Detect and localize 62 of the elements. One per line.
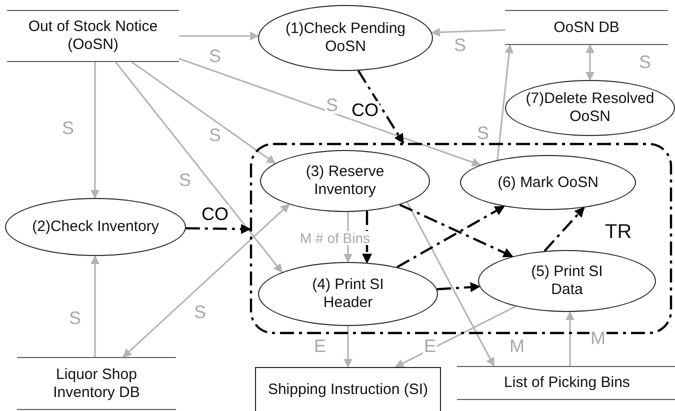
edge-label: M # of Bins — [298, 231, 372, 245]
node-label: OoSN DB — [554, 18, 620, 36]
data-store — [505, 10, 668, 45]
node-label: (5) Print SI Data — [530, 263, 604, 299]
edge-label: M — [590, 329, 606, 347]
document-box — [255, 367, 441, 411]
arrow — [394, 306, 516, 368]
arrow — [436, 282, 480, 292]
edge-label: M — [508, 337, 526, 355]
edge-label: CO — [350, 101, 380, 119]
node-label: (4) Print SI Header — [311, 276, 385, 312]
node-label: (3) Reserve Inventory — [304, 163, 386, 199]
process-ellipse — [505, 80, 675, 136]
edge-label: S — [193, 303, 207, 321]
arrow — [362, 210, 372, 264]
arrow — [496, 44, 514, 160]
node-label: Liquor Shop Inventory DB — [52, 366, 141, 402]
arrow — [122, 204, 290, 358]
process-ellipse — [478, 250, 656, 312]
edge-label: S — [453, 36, 467, 54]
data-store — [457, 366, 675, 400]
arrow — [566, 311, 574, 366]
edge-label: S — [61, 119, 75, 137]
edge-label: S — [476, 124, 490, 142]
process-ellipse — [260, 150, 430, 212]
arrow — [399, 204, 514, 258]
arrow — [406, 202, 495, 367]
arrow — [544, 206, 585, 252]
edge-label: E — [313, 337, 327, 355]
process-ellipse — [258, 5, 433, 71]
process-ellipse — [460, 155, 636, 210]
edge-label: S — [208, 47, 222, 65]
process-ellipse — [258, 262, 438, 326]
arrow — [344, 326, 352, 368]
node-label: (6) Mark OoSN — [498, 174, 598, 192]
edge-label: S — [325, 96, 339, 114]
edge-label: S — [208, 126, 222, 144]
arrow — [178, 58, 482, 166]
edge-label: S — [638, 53, 652, 71]
data-store — [17, 357, 176, 410]
arrow — [114, 62, 283, 273]
edge-label: CO — [200, 205, 230, 223]
arrow — [357, 70, 404, 144]
arrow — [586, 44, 594, 81]
node-label: (7)Delete Resolved OoSN — [524, 90, 656, 126]
arrow — [396, 205, 505, 268]
arrow — [179, 32, 260, 40]
process-ellipse — [5, 198, 186, 256]
data-store — [7, 10, 179, 62]
arrow — [90, 255, 100, 357]
arrow — [90, 62, 100, 199]
arrow — [131, 61, 276, 164]
edge-label: E — [423, 337, 437, 355]
node-label: Out of Stock Notice (OoSN) — [28, 18, 158, 54]
node-label: (1)Check Pending OoSN — [284, 20, 407, 56]
edge-label: S — [178, 171, 192, 189]
edge-label: S — [68, 309, 82, 327]
arrow — [186, 224, 251, 234]
node-label: Shipping Instruction (SI) — [268, 381, 428, 399]
node-label: (2)Check Inventory — [32, 218, 159, 236]
arrow — [430, 28, 506, 37]
node-label: List of Picking Bins — [504, 374, 630, 392]
